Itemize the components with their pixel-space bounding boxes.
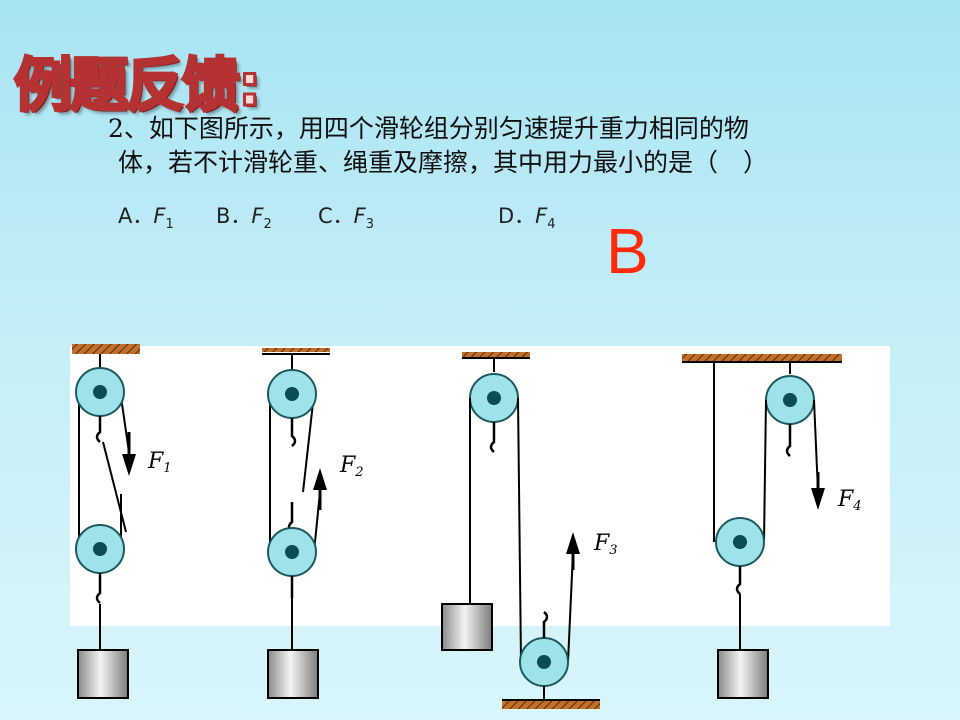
ceiling-2 [262, 348, 330, 352]
hook-4a [785, 424, 792, 457]
pulley-system-4: F4 [682, 354, 862, 699]
floor-hatch-3 [502, 701, 600, 709]
pulley-hub-4b [733, 535, 747, 549]
pulley-system-1: F1 [72, 344, 172, 699]
force-label-1: F1 [147, 449, 172, 476]
arrow-2-head [313, 468, 327, 490]
hook-3b [542, 611, 549, 638]
pulley-system-2: F2 [262, 348, 364, 699]
arrow-3-head [566, 532, 580, 554]
question-line-2: 体，若不计滑轮重、绳重及摩擦，其中用力最小的是（ ） [118, 148, 769, 177]
pulley-figure: F1 F2 [70, 342, 890, 720]
pulley-hub-1a [93, 385, 107, 399]
force-label-2: F2 [339, 453, 364, 480]
pulley-hub-1b [93, 542, 107, 556]
rope-4b [763, 399, 767, 543]
arrow-4-head [811, 488, 825, 510]
option-c: C．F3 [318, 204, 375, 233]
rope-2b [302, 393, 315, 493]
rope-3b [517, 397, 522, 663]
hook-2a [290, 418, 297, 447]
pulley-hub-2a [285, 387, 299, 401]
pulley-hub-3a [487, 391, 501, 405]
option-a: A．F1 [118, 204, 174, 233]
hook-4b [735, 566, 742, 595]
rope-3c [567, 551, 574, 663]
slide-title: 例题反馈: [12, 50, 262, 121]
pulley-diagram: F1 F2 [70, 344, 890, 709]
option-d: D．F4 [498, 204, 556, 233]
question-line-1: 2、如下图所示，用四个滑轮组分别匀速提升重力相同的物 [108, 114, 749, 143]
weight-1 [77, 649, 129, 699]
ceiling-3 [462, 352, 530, 358]
weight-4 [717, 649, 769, 699]
answer-mark: B [606, 215, 649, 287]
hook-1a [95, 416, 102, 443]
pulley-hub-3b [537, 655, 551, 669]
arrow-1-head [122, 454, 136, 476]
pulley-system-3: F3 [441, 352, 618, 709]
rope-1c [102, 441, 127, 533]
ceiling-4 [682, 354, 842, 362]
force-label-3: F3 [593, 531, 618, 558]
pulley-hub-2b [285, 545, 299, 559]
weight-3 [441, 603, 493, 651]
question-text: 2、如下图所示，用四个滑轮组分别匀速提升重力相同的物 体，若不计滑轮重、绳重及摩… [108, 112, 948, 180]
option-b: B．F2 [216, 204, 272, 233]
force-label-4: F4 [837, 487, 862, 514]
weight-2 [267, 649, 319, 699]
pulley-hub-4a [783, 393, 797, 407]
hook-1b [95, 573, 102, 604]
hook-3a [489, 422, 496, 453]
ceiling-1 [72, 344, 140, 354]
